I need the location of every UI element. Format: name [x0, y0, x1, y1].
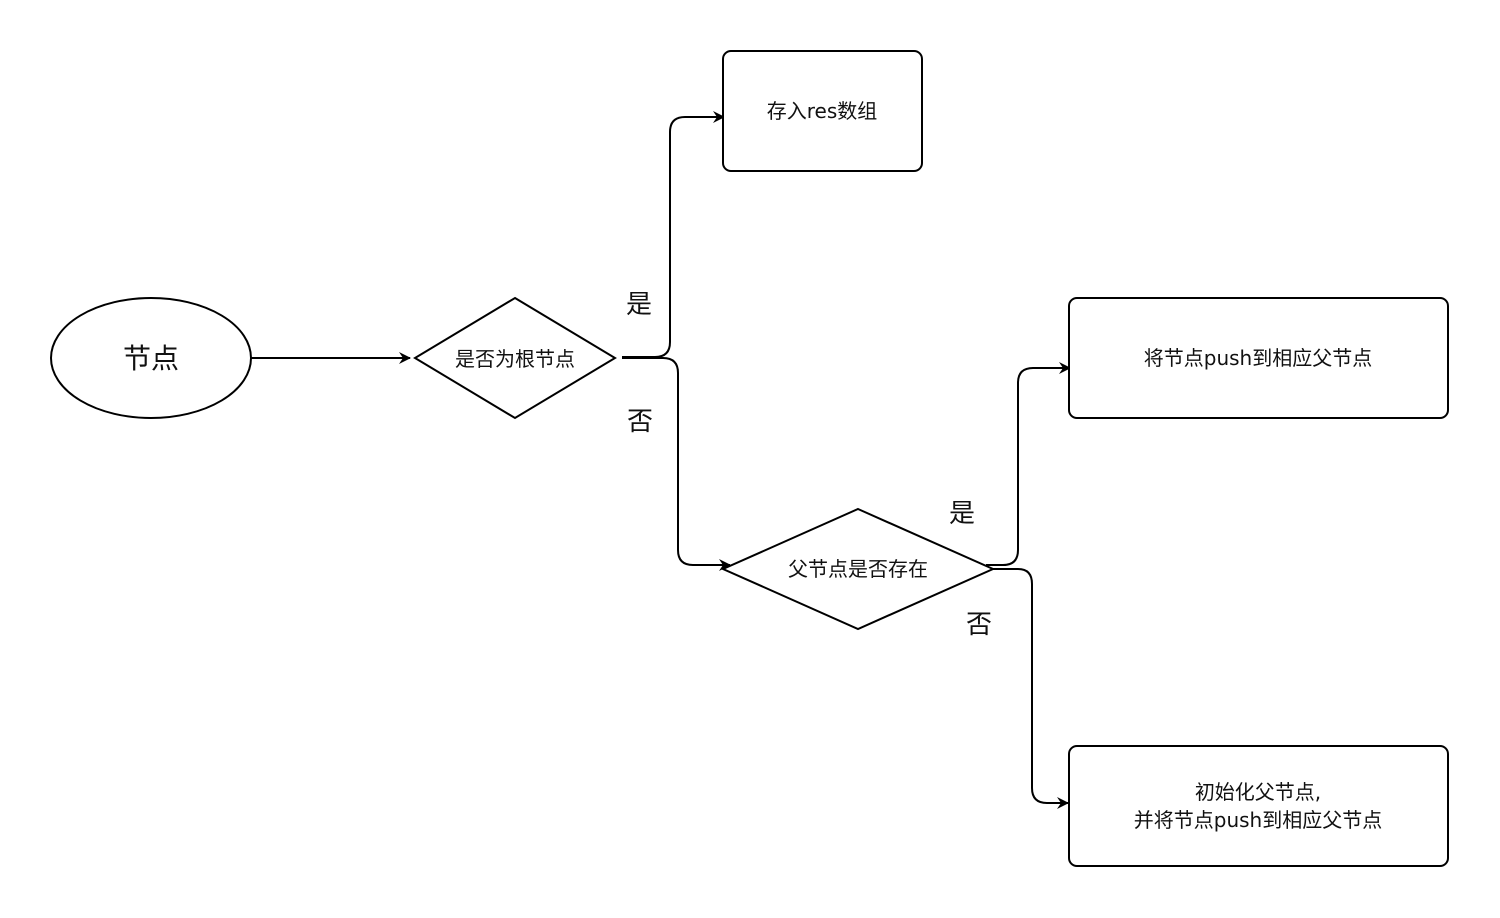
parent-decision-node: 父节点是否存在 — [720, 507, 996, 631]
edge-root-yes-to-store — [622, 111, 725, 358]
start-node-label: 节点 — [123, 342, 179, 375]
init-parent-label-line1: 初始化父节点, — [1195, 780, 1321, 804]
root-no-label: 否 — [627, 407, 653, 437]
push-parent-node: 将节点push到相应父节点 — [1068, 297, 1449, 419]
store-res-node: 存入res数组 — [722, 50, 923, 172]
root-decision-label: 是否为根节点 — [455, 347, 575, 371]
push-parent-label: 将节点push到相应父节点 — [1144, 346, 1372, 370]
init-parent-label-line2: 并将节点push到相应父节点 — [1134, 808, 1382, 832]
root-decision-node: 是否为根节点 — [413, 296, 617, 420]
init-parent-node: 初始化父节点, 并将节点push到相应父节点 — [1068, 745, 1449, 867]
store-res-label: 存入res数组 — [767, 99, 878, 123]
start-node: 节点 — [50, 297, 252, 419]
parent-no-label: 否 — [966, 610, 992, 640]
edge-parent-no-to-init — [986, 568, 1069, 809]
edge-parent-yes-to-push — [986, 362, 1071, 566]
parent-yes-label: 是 — [949, 499, 975, 529]
parent-decision-label: 父节点是否存在 — [788, 557, 928, 581]
root-yes-label: 是 — [626, 290, 652, 320]
edge-root-no-to-parent-decision — [622, 357, 731, 571]
